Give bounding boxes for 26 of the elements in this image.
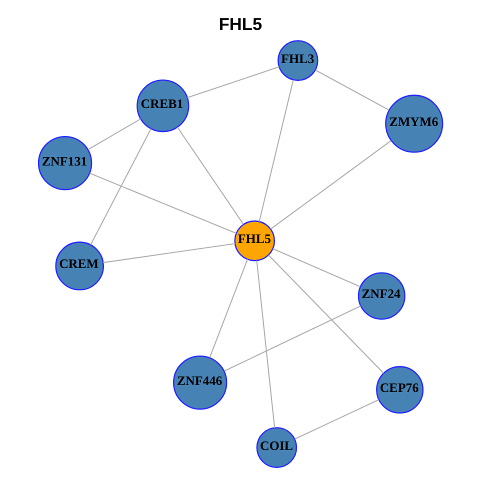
node-circle: ZMYM6 bbox=[384, 94, 443, 153]
connector bbox=[294, 399, 378, 440]
node-circle: FHL3 bbox=[276, 40, 318, 81]
connector bbox=[102, 243, 235, 264]
connector bbox=[208, 259, 248, 358]
node-circle: COIL bbox=[256, 427, 297, 468]
connector bbox=[258, 80, 294, 222]
connector bbox=[224, 306, 360, 372]
connector bbox=[268, 254, 384, 374]
node-circle: FHL5 bbox=[234, 220, 275, 262]
connector bbox=[89, 172, 236, 234]
connector bbox=[90, 128, 151, 245]
node-circle: CREM bbox=[54, 242, 104, 290]
connector bbox=[270, 140, 391, 230]
node-circle: CREB1 bbox=[136, 80, 189, 132]
connector bbox=[87, 118, 140, 150]
node-circle: CEP76 bbox=[376, 366, 424, 414]
node-circle: ZNF131 bbox=[37, 136, 92, 190]
connector bbox=[272, 248, 360, 288]
diagram-title: FHL5 bbox=[218, 14, 262, 34]
node-circle: ZNF446 bbox=[172, 356, 227, 410]
node-circle: ZNF24 bbox=[357, 272, 405, 320]
connector bbox=[256, 260, 275, 428]
connector bbox=[176, 126, 244, 225]
connector bbox=[186, 66, 279, 98]
connector bbox=[314, 70, 389, 111]
